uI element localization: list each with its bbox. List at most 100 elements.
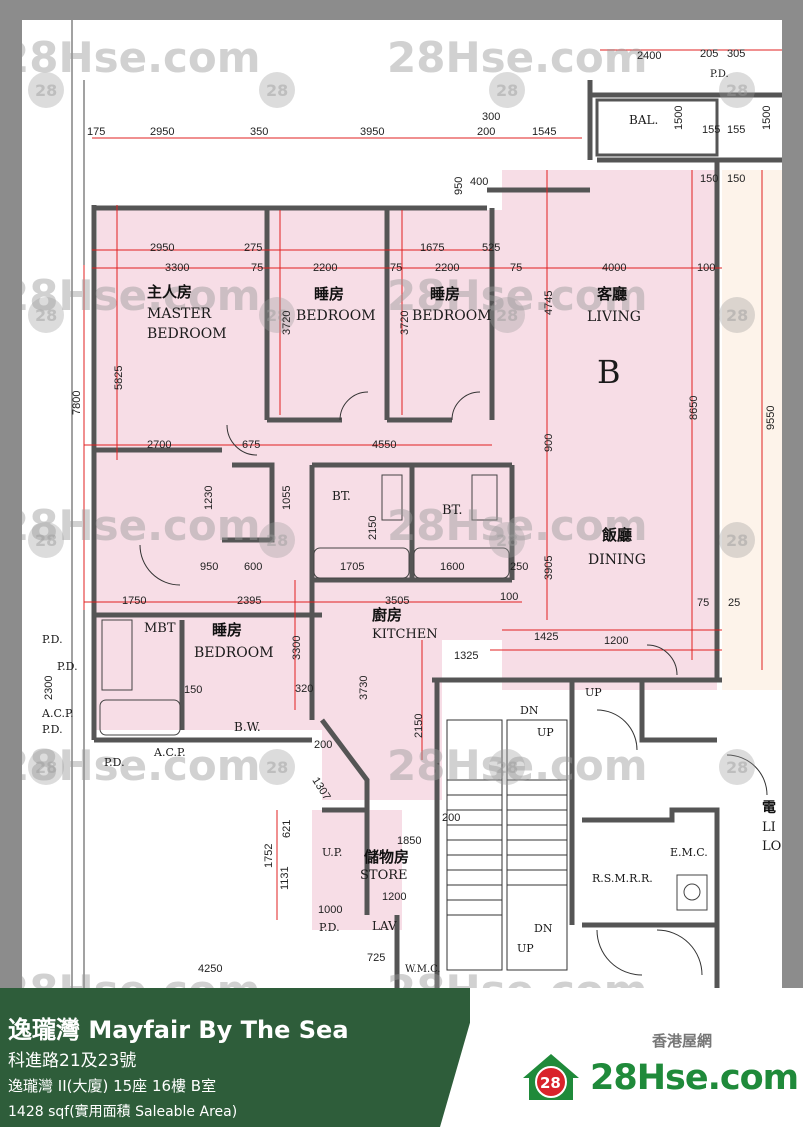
svg-text:275: 275	[244, 242, 262, 254]
floor-plan: 28Hse.com 28Hse.com 28Hse.com 28Hse.com …	[22, 20, 782, 988]
svg-text:4550: 4550	[372, 439, 396, 451]
svg-text:200: 200	[442, 812, 460, 824]
svg-text:P.D.: P.D.	[319, 921, 340, 934]
svg-text:28: 28	[496, 81, 518, 100]
svg-text:3300: 3300	[291, 636, 303, 660]
svg-text:7800: 7800	[71, 391, 83, 415]
master-bedroom-cn: 主人房	[147, 283, 192, 301]
svg-text:U.P.: U.P.	[322, 846, 342, 859]
svg-text:320: 320	[295, 683, 313, 695]
svg-text:1055: 1055	[281, 486, 293, 510]
svg-text:28Hse.com: 28Hse.com	[22, 271, 261, 320]
svg-text:5825: 5825	[113, 366, 125, 390]
svg-text:P.D.: P.D.	[42, 723, 63, 736]
svg-text:250: 250	[510, 561, 528, 573]
svg-text:28Hse.com: 28Hse.com	[387, 741, 648, 790]
svg-text:3905: 3905	[543, 556, 555, 580]
svg-text:P.D.: P.D.	[42, 633, 63, 646]
svg-text:28Hse.com: 28Hse.com	[22, 966, 261, 988]
logo-chinese-text: 香港屋網	[652, 1032, 713, 1050]
bedroom1-en: BEDROOM	[296, 308, 376, 324]
svg-text:UP: UP	[585, 686, 602, 699]
svg-text:1705: 1705	[340, 561, 364, 573]
svg-text:400: 400	[470, 176, 488, 188]
svg-text:150: 150	[184, 684, 202, 696]
svg-text:P.D.: P.D.	[104, 756, 125, 769]
svg-text:28: 28	[35, 306, 57, 325]
svg-text:2400: 2400	[637, 50, 661, 62]
svg-text:200: 200	[314, 739, 332, 751]
svg-text:28Hse.com: 28Hse.com	[387, 966, 648, 988]
room-labels: 主人房 MASTER BEDROOM 睡房 BEDROOM 睡房 BEDROOM…	[41, 69, 781, 975]
svg-text:28Hse.com: 28Hse.com	[387, 271, 648, 320]
svg-text:25: 25	[728, 597, 740, 609]
bedroom2-en: BEDROOM	[412, 308, 492, 324]
svg-text:3505: 3505	[385, 595, 409, 607]
master-bath-label: MBT	[144, 621, 176, 636]
store-en: STORE	[360, 868, 408, 883]
svg-text:R.S.M.R.R.: R.S.M.R.R.	[592, 872, 653, 885]
svg-text:155: 155	[702, 124, 720, 136]
svg-text:2300: 2300	[43, 676, 55, 700]
dining-en: DINING	[588, 552, 646, 568]
balcony-label: BAL.	[629, 113, 658, 127]
svg-text:LI: LI	[762, 820, 776, 835]
svg-text:9550: 9550	[765, 406, 777, 430]
svg-text:75: 75	[251, 262, 263, 274]
svg-text:1750: 1750	[122, 595, 146, 607]
svg-text:P.D.: P.D.	[57, 660, 78, 673]
svg-text:28: 28	[540, 1074, 561, 1092]
svg-text:1675: 1675	[420, 242, 444, 254]
svg-text:P.D.: P.D.	[710, 69, 729, 80]
svg-text:3720: 3720	[399, 311, 411, 335]
door-arcs	[139, 391, 768, 976]
watermarks: 28Hse.com 28Hse.com 28Hse.com 28Hse.com …	[22, 33, 755, 988]
svg-text:A.C.P.: A.C.P.	[153, 746, 186, 759]
svg-text:3720: 3720	[281, 311, 293, 335]
svg-text:205: 205	[700, 48, 718, 60]
svg-text:4000: 4000	[602, 262, 626, 274]
svg-text:621: 621	[281, 820, 293, 838]
svg-text:28: 28	[35, 81, 57, 100]
svg-text:200: 200	[477, 126, 495, 138]
house-logo-icon: 28	[523, 1054, 579, 1100]
svg-text:2950: 2950	[150, 126, 174, 138]
footer-logo-panel	[470, 988, 803, 1127]
svg-text:28: 28	[35, 531, 57, 550]
svg-text:28: 28	[266, 81, 288, 100]
svg-text:28Hse.com: 28Hse.com	[387, 33, 648, 82]
svg-text:2700: 2700	[147, 439, 171, 451]
svg-text:1752: 1752	[263, 844, 275, 868]
floor-plan-drawing: 28Hse.com 28Hse.com 28Hse.com 28Hse.com …	[22, 20, 782, 988]
svg-text:E.M.C.: E.M.C.	[670, 846, 708, 859]
svg-text:4745: 4745	[543, 291, 555, 315]
bedroom3-cn: 睡房	[212, 621, 242, 639]
svg-text:1200: 1200	[604, 635, 628, 647]
svg-text:28Hse.com: 28Hse.com	[22, 501, 261, 550]
store-cn: 儲物房	[364, 848, 409, 866]
footer-info-panel	[0, 988, 470, 1127]
bedroom3-en: BEDROOM	[194, 645, 274, 661]
floor-fill	[92, 170, 717, 930]
svg-text:W.M.C.: W.M.C.	[405, 964, 441, 975]
unit-description: 逸瓏灣 II(大廈) 15座 16樓 B室	[8, 1077, 217, 1095]
svg-text:305: 305	[727, 48, 745, 60]
kitchen-cn: 廚房	[372, 606, 402, 624]
svg-text:28: 28	[496, 758, 518, 777]
svg-text:300: 300	[482, 111, 500, 123]
svg-text:950: 950	[453, 177, 465, 195]
estate-address: 科進路21及23號	[8, 1051, 137, 1071]
svg-text:UP: UP	[517, 942, 534, 955]
kitchen-en: KITCHEN	[372, 627, 438, 642]
svg-text:LO: LO	[762, 839, 781, 854]
svg-text:4250: 4250	[198, 963, 222, 975]
walls	[91, 80, 782, 988]
svg-text:1230: 1230	[203, 486, 215, 510]
svg-text:28: 28	[726, 81, 748, 100]
svg-text:1500: 1500	[761, 106, 773, 130]
bath2-label: BT.	[442, 503, 462, 518]
svg-text:525: 525	[482, 242, 500, 254]
svg-text:175: 175	[87, 126, 105, 138]
dimension-labels: 2400 205 305 175 2950 350 3950 200 1545 …	[43, 48, 777, 975]
